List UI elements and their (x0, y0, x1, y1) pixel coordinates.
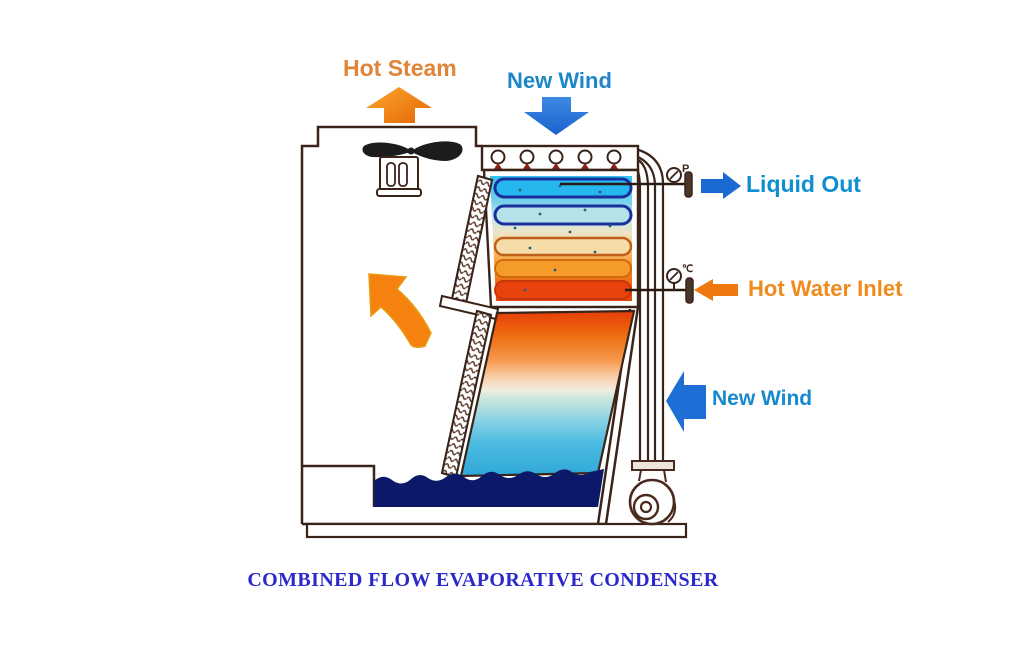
internal-airflow-arrow (368, 273, 432, 349)
liquid-out-label: Liquid Out (746, 171, 861, 197)
spray-header (480, 144, 640, 172)
hot-water-inlet-label: Hot Water Inlet (748, 276, 903, 301)
right-wall-outer (604, 306, 640, 525)
spray-nozzle (577, 149, 593, 165)
temperature-gauge-label: ℃ (682, 264, 693, 275)
exhaust-fan (362, 141, 463, 197)
base-plinth (305, 522, 688, 539)
basin-water (374, 469, 604, 507)
coil-tube-cold (493, 177, 633, 199)
liquid-out-arrow (701, 172, 741, 199)
coil-tube-cool (493, 204, 633, 226)
motor-slot (386, 162, 396, 187)
new-wind-side-arrow (666, 371, 706, 432)
new-wind-side-label: New Wind (712, 387, 813, 410)
pump-eye-inner (639, 500, 653, 514)
temperature-gauge: ℃ (666, 264, 693, 290)
condenser-coil-section (482, 168, 640, 309)
hot-water-inlet-arrow (694, 279, 738, 301)
water-droplets (513, 184, 612, 292)
hot-water-valve (685, 277, 694, 304)
drift-eliminator-upper (450, 174, 494, 305)
motor-slot (398, 162, 408, 187)
spray-nozzle (519, 149, 535, 165)
basin-ledge (302, 464, 376, 507)
fan-blade-right (412, 141, 463, 161)
hot-steam-label: Hot Steam (343, 55, 457, 81)
drift-eliminator-lower (440, 309, 493, 479)
pump-flange (631, 460, 675, 471)
fan-hub (407, 147, 415, 155)
spray-nozzle (548, 149, 564, 165)
new-wind-top-label: New Wind (507, 68, 612, 93)
pressure-gauge: P (666, 163, 689, 184)
pressure-gauge-label: P (682, 163, 689, 175)
spray-nozzle (490, 149, 506, 165)
spray-nozzle (606, 149, 622, 165)
motor-base (376, 188, 422, 197)
casing-left-wall (300, 125, 482, 524)
figure-title: COMBINED FLOW EVAPORATIVE CONDENSER (247, 569, 719, 591)
pump-scroll (667, 499, 677, 523)
hot-steam-arrow (366, 87, 432, 123)
liquid-out-valve (684, 171, 693, 198)
coil-tube-hot (494, 259, 632, 278)
fan-blade-left (362, 142, 411, 158)
new-wind-down-arrow (524, 97, 589, 135)
coil-tube-hottest (494, 280, 632, 300)
coil-tube-warm (493, 236, 633, 257)
circulation-pump (628, 460, 677, 526)
